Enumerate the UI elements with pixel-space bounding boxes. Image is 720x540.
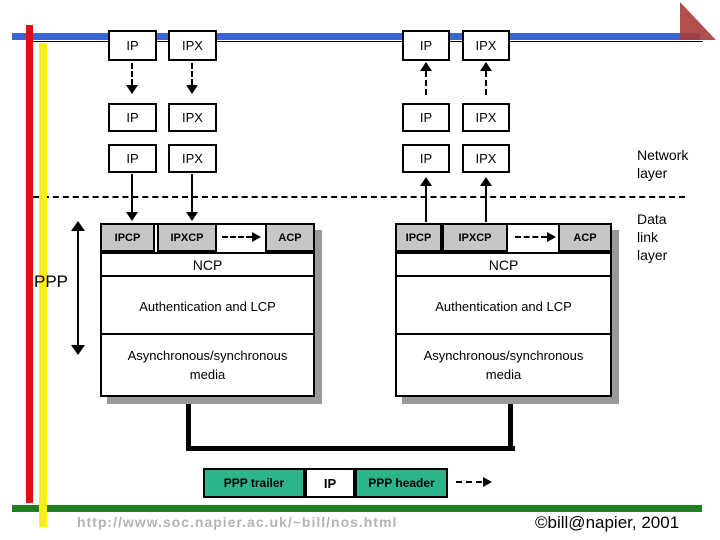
left-ipx-box-row1: IPX	[168, 30, 217, 61]
left-ppp-stack: IPCP IPXCP ACP NCP Authentication and LC…	[100, 223, 315, 397]
network-layer-label-line1: Network	[637, 147, 689, 163]
frame-dashed-arrowhead	[483, 477, 492, 487]
left-ncp-dashed-arrowhead	[252, 232, 261, 242]
network-layer-label: Network layer	[637, 146, 688, 182]
bottom-green-bar	[12, 505, 702, 512]
footer-copyright: ©bill@napier, 2001	[535, 513, 680, 532]
left-media-line2: media	[189, 367, 226, 382]
right-auth-lcp-box: Authentication and LCP	[435, 298, 572, 314]
left-ipx-box-row3: IPX	[168, 144, 217, 173]
ppp-arrowhead-up	[71, 221, 85, 231]
right-media-line2: media	[485, 367, 522, 382]
left-ipx-solid-arrow-line	[191, 174, 193, 213]
left-ip-box-row3: IP	[108, 144, 157, 173]
right-ppp-stack: IPCP IPXCP ACP NCP Authentication and LC…	[395, 223, 612, 397]
right-ipx-box-row3: IPX	[462, 144, 510, 173]
left-ipcp-box: IPCP	[100, 223, 155, 252]
top-thin-rule	[30, 41, 703, 42]
left-ipx-dashed-arrowhead-down	[186, 85, 198, 94]
data-link-layer-label-line2: link	[637, 229, 659, 245]
left-ip-solid-arrow-line	[131, 174, 133, 213]
network-layer-label-line2: layer	[637, 165, 668, 181]
ppp-label: PPP	[34, 272, 69, 291]
left-ipxcp-box: IPXCP	[157, 223, 217, 252]
left-ip-box-row2: IP	[108, 103, 157, 132]
right-ipx-solid-arrowhead-up	[480, 177, 492, 186]
left-ipx-dashed-arrow-line	[191, 63, 193, 85]
footer-url: http://www.soc.napier.ac.uk/~bill/nos.ht…	[77, 514, 398, 530]
right-ip-solid-arrowhead-up	[420, 177, 432, 186]
left-ncp-box: NCP	[100, 252, 315, 277]
right-ipx-dashed-arrowhead-up	[480, 62, 492, 71]
right-media-line1: Asynchronous/synchronous	[423, 348, 584, 363]
right-ipx-box-row2: IPX	[462, 103, 510, 132]
media-connector-arrowhead-right	[502, 393, 518, 404]
right-ipx-dashed-arrow-line	[485, 71, 487, 95]
left-ipx-solid-arrowhead-down	[186, 212, 198, 221]
data-link-layer-label: Data link layer	[637, 210, 667, 264]
ppp-trailer-box: PPP trailer	[203, 468, 305, 498]
layer-separator-dashed-line	[33, 196, 685, 198]
left-ip-dashed-arrowhead-down	[126, 85, 138, 94]
ppp-arrow-line	[77, 230, 79, 346]
left-media-box: Asynchronous/synchronous media	[102, 333, 313, 395]
right-ncp-box: NCP	[395, 252, 612, 277]
right-ipx-solid-arrow-line	[485, 186, 487, 222]
right-ip-dashed-arrow-line	[425, 71, 427, 95]
ppp-header-box: PPP header	[355, 468, 448, 498]
media-connector-right-vertical	[508, 403, 513, 448]
right-ip-box-row1: IP	[402, 30, 450, 61]
left-media-line1: Asynchronous/synchronous	[127, 348, 288, 363]
data-link-layer-label-line3: layer	[637, 247, 668, 263]
left-ip-box-row1: IP	[108, 30, 157, 61]
data-link-layer-label-line1: Data	[637, 211, 667, 227]
ppp-arrowhead-down	[71, 345, 85, 355]
media-connector-horizontal	[186, 446, 515, 451]
left-acp-box: ACP	[265, 223, 315, 252]
right-ipxcp-box: IPXCP	[442, 223, 508, 252]
right-ipx-box-row1: IPX	[462, 30, 510, 61]
frame-dashed-arrow-line	[456, 481, 482, 483]
left-ncp-dashed-arrow-line	[222, 236, 252, 238]
left-yellow-bar	[39, 43, 47, 527]
right-ip-box-row3: IP	[402, 144, 450, 173]
top-blue-bar	[12, 33, 700, 40]
right-media-box: Asynchronous/synchronous media	[397, 333, 610, 395]
left-auth-lcp-box: Authentication and LCP	[139, 298, 276, 314]
right-ip-dashed-arrowhead-up	[420, 62, 432, 71]
right-ip-solid-arrow-line	[425, 186, 427, 222]
right-ipcp-box: IPCP	[395, 223, 442, 252]
left-ipx-box-row2: IPX	[168, 103, 217, 132]
right-ncp-dashed-arrow-line	[515, 236, 547, 238]
media-connector-left-vertical	[186, 403, 191, 448]
corner-triangle-icon	[680, 2, 716, 40]
left-ip-dashed-arrow-line	[131, 63, 133, 85]
right-ncp-dashed-arrowhead	[547, 232, 556, 242]
frame-ip-box: IP	[305, 468, 355, 498]
right-ip-box-row2: IP	[402, 103, 450, 132]
left-red-bar	[26, 25, 33, 503]
right-acp-box: ACP	[558, 223, 612, 252]
left-ip-solid-arrowhead-down	[126, 212, 138, 221]
media-connector-arrowhead-left	[180, 393, 196, 404]
